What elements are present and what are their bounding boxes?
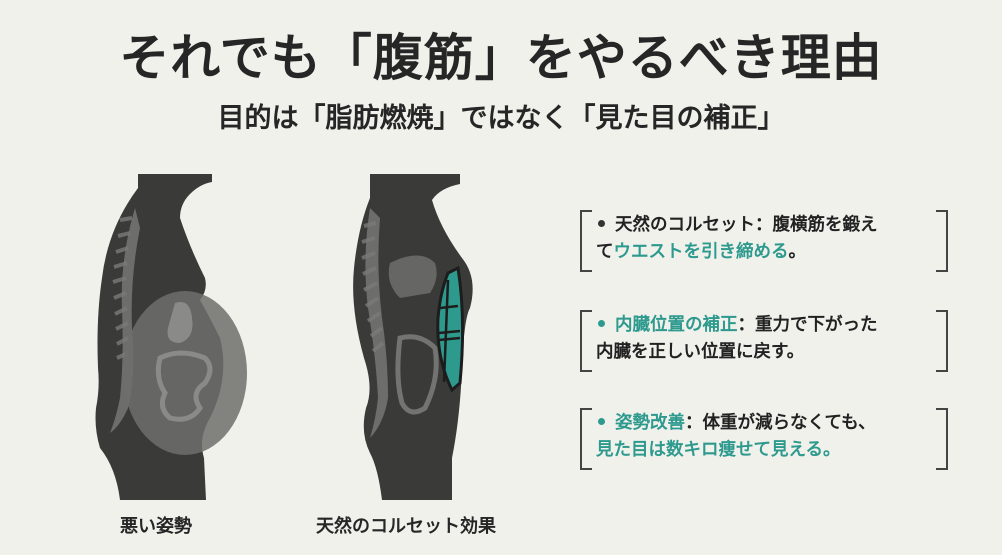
separator: ： xyxy=(737,315,756,335)
point-label: 天然のコルセット xyxy=(615,215,755,235)
page-subtitle: 目的は「脂肪燃焼」ではなく「見た目の補正」 xyxy=(217,103,785,134)
point-label: 内臓位置の補正 xyxy=(615,315,738,335)
point-posture-improvement: 姿勢改善：体重が減らなくても、 見た目は数キロ痩せて見える。 xyxy=(580,408,948,470)
bullet-icon xyxy=(598,320,605,327)
point-highlight: 見た目は数キロ痩せて見える。 xyxy=(596,440,841,460)
separator: ： xyxy=(755,215,773,235)
bracket-right xyxy=(936,310,948,372)
point-text: 腹横筋を鍛え xyxy=(772,215,878,235)
bracket-left xyxy=(580,408,592,470)
point-highlight: ウエストを引き締める xyxy=(613,242,789,262)
bracket-left xyxy=(580,310,592,372)
separator: ： xyxy=(685,413,703,433)
point-organ-position: 内臓位置の補正：重力で下がった 内臓を正しい位置に戻す。 xyxy=(580,310,948,372)
page-title: それでも「腹筋」をやるべき理由 xyxy=(119,29,883,87)
point-text: 体重が減らなくても、 xyxy=(702,413,876,433)
body-silhouette-corset-icon xyxy=(353,174,473,500)
bracket-left xyxy=(580,210,592,272)
bad-posture-caption: 悪い姿勢 xyxy=(120,516,192,537)
point-text: 重力で下がった xyxy=(755,315,878,335)
bracket-right xyxy=(936,408,948,470)
corset-effect-caption: 天然のコルセット効果 xyxy=(316,516,496,537)
bullet-icon xyxy=(598,220,605,227)
bracket-right xyxy=(936,210,948,272)
point-text: 内臓を正しい位置に戻す。 xyxy=(596,342,805,362)
bullet-icon xyxy=(598,418,605,425)
bad-posture-illustration xyxy=(80,168,280,508)
body-silhouette-icon xyxy=(95,174,247,500)
point-label: 姿勢改善 xyxy=(615,413,685,433)
point-text: 。 xyxy=(788,242,807,262)
corset-effect-illustration xyxy=(340,168,520,508)
point-natural-corset: 天然のコルセット：腹横筋を鍛え てウエストを引き締める。 xyxy=(580,210,948,272)
point-text: て xyxy=(596,242,614,262)
